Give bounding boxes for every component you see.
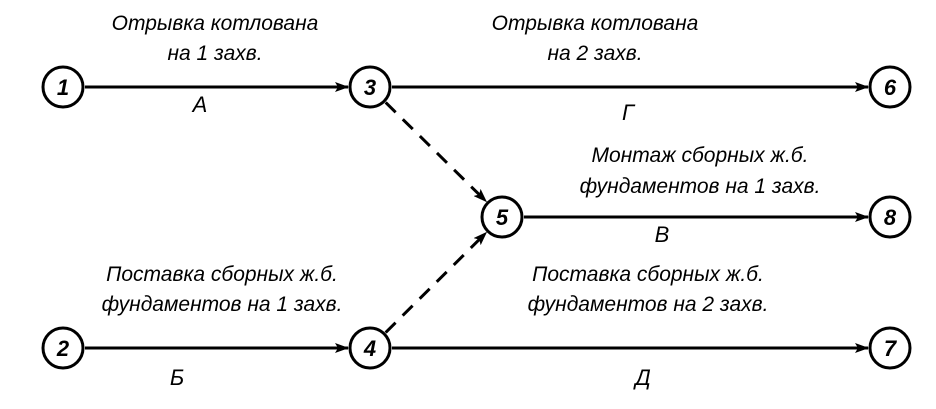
- activity-code-4-7: Д: [632, 365, 651, 390]
- event-node-number: 7: [884, 336, 898, 361]
- event-node-4: 4: [348, 326, 392, 370]
- event-node-number: 6: [884, 75, 897, 100]
- event-node-circle: [868, 326, 912, 370]
- event-node-circle: [480, 195, 524, 239]
- activity-description-2-4: Поставка сборных ж.б.: [106, 263, 338, 286]
- event-node-number: 5: [496, 205, 509, 230]
- activity-description-1-3: на 1 захв.: [167, 42, 262, 65]
- activity-code-2-4: Б: [170, 365, 184, 390]
- activity-description-1-3: Отрывка котлована: [112, 12, 319, 35]
- event-node-number: 3: [364, 75, 376, 100]
- event-node-number: 1: [57, 75, 69, 100]
- dummy-arrow-4-5: [384, 231, 488, 334]
- activity-description-3-6: на 2 захв.: [547, 42, 642, 65]
- activity-description-4-7: фундаментов на 2 захв.: [528, 293, 769, 316]
- event-node-circle: [348, 65, 392, 109]
- activity-code-5-8: В: [655, 222, 670, 247]
- activity-code-3-6: Г: [622, 100, 636, 125]
- event-node-circle: [41, 65, 85, 109]
- event-node-6: 6: [868, 65, 912, 109]
- event-node-2: 2: [41, 326, 85, 370]
- event-node-circle: [41, 326, 85, 370]
- event-node-circle: [868, 195, 912, 239]
- activity-description-5-8: Монтаж сборных ж.б.: [592, 144, 809, 167]
- event-nodes: 1 2 3 4 5 6 7 8: [41, 65, 912, 370]
- event-node-circle: [348, 326, 392, 370]
- event-node-5: 5: [480, 195, 524, 239]
- event-node-number: 4: [363, 336, 376, 361]
- event-node-number: 8: [884, 205, 897, 230]
- activity-code-1-3: А: [191, 92, 208, 117]
- event-node-3: 3: [348, 65, 392, 109]
- event-node-number: 2: [56, 336, 70, 361]
- activity-description-4-7: Поставка сборных ж.б.: [532, 263, 764, 286]
- activity-description-5-8: фундаментов на 1 захв.: [580, 175, 821, 198]
- event-node-circle: [868, 65, 912, 109]
- event-node-8: 8: [868, 195, 912, 239]
- dummy-arrow-3-5: [384, 101, 488, 203]
- activity-labels: Отрывка котлована на 1 захв. А Отрывка котл…: [102, 12, 821, 390]
- event-node-7: 7: [868, 326, 912, 370]
- activity-description-2-4: фундаментов на 1 захв.: [102, 293, 343, 316]
- activity-arrows: [85, 82, 869, 353]
- event-node-1: 1: [41, 65, 85, 109]
- activity-description-3-6: Отрывка котлована: [492, 12, 699, 35]
